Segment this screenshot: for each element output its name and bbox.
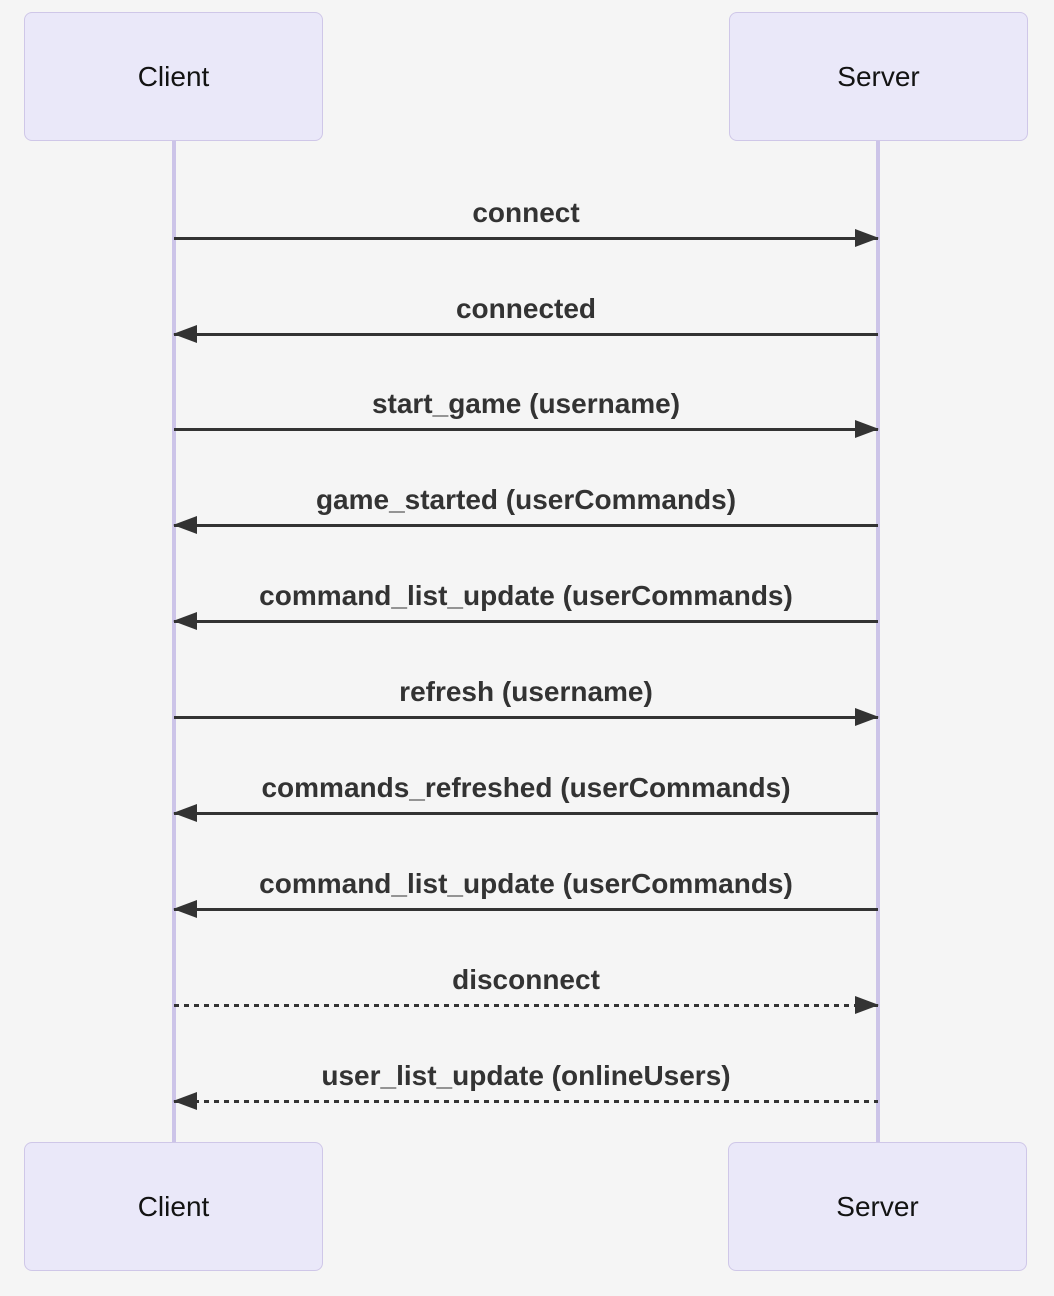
- actor-client-bottom: Client: [24, 1142, 323, 1271]
- message-label: start_game (username): [371, 388, 681, 419]
- message-line: [174, 428, 878, 431]
- message-label: connected: [455, 293, 597, 324]
- arrowhead-left-icon: [173, 612, 197, 630]
- message-line: [174, 1100, 878, 1103]
- actor-server-bottom: Server: [728, 1142, 1027, 1271]
- message-label: commands_refreshed (userCommands): [261, 772, 791, 803]
- message-line: [174, 620, 878, 623]
- message-label: command_list_update (userCommands): [259, 580, 793, 611]
- actor-client-top: Client: [24, 12, 323, 141]
- message-label: user_list_update (onlineUsers): [321, 1060, 731, 1091]
- message-line: [174, 812, 878, 815]
- client-lifeline: [172, 141, 176, 1142]
- arrowhead-right-icon: [855, 229, 879, 247]
- message-line: [174, 333, 878, 336]
- message-line: [174, 237, 878, 240]
- actor-server-top: Server: [729, 12, 1028, 141]
- arrowhead-left-icon: [173, 516, 197, 534]
- actor-label: Server: [836, 1190, 919, 1222]
- message-label: command_list_update (userCommands): [259, 868, 793, 899]
- message-line: [174, 716, 878, 719]
- message-label: disconnect: [452, 964, 600, 995]
- arrowhead-right-icon: [855, 420, 879, 438]
- arrowhead-left-icon: [173, 900, 197, 918]
- message-label: game_started (userCommands): [315, 484, 737, 515]
- actor-label: Client: [137, 60, 210, 92]
- actor-label: Client: [137, 1190, 210, 1222]
- arrowhead-left-icon: [173, 1092, 197, 1110]
- arrowhead-left-icon: [173, 804, 197, 822]
- arrowhead-right-icon: [855, 708, 879, 726]
- message-line: [174, 524, 878, 527]
- message-line: [174, 908, 878, 911]
- message-line: [174, 1004, 878, 1007]
- arrowhead-right-icon: [855, 996, 879, 1014]
- arrowhead-left-icon: [173, 325, 197, 343]
- server-lifeline: [876, 141, 880, 1142]
- message-label: connect: [472, 197, 580, 228]
- actor-label: Server: [837, 60, 920, 92]
- message-label: refresh (username): [399, 676, 653, 707]
